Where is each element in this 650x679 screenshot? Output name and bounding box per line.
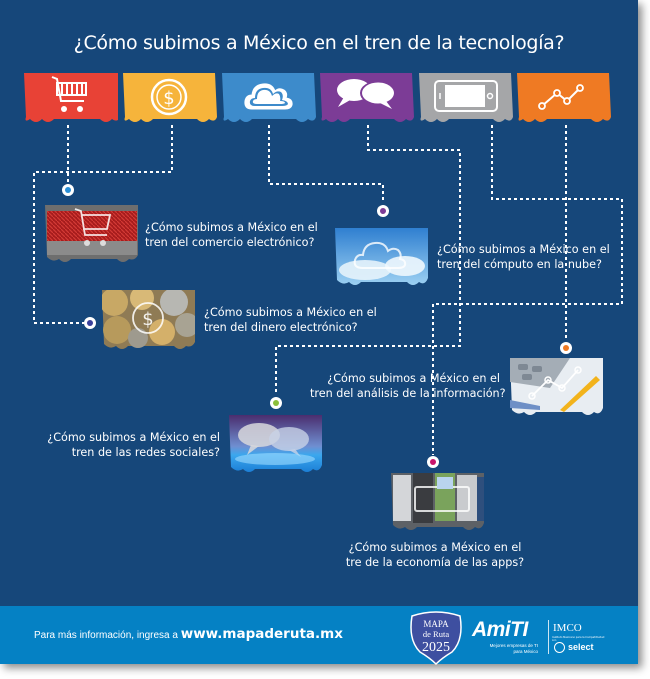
caption-ecommerce: ¿Cómo subimos a México en el tren del co… <box>145 220 318 250</box>
node-dot <box>273 400 279 406</box>
caption-digital-money: ¿Cómo subimos a México en el tren del di… <box>204 305 377 335</box>
social-bubbles-photo <box>229 415 322 472</box>
caption-line-1: ¿Cómo subimos a México en el <box>348 541 522 554</box>
caption-line-1: ¿Cómo subimos a México en el <box>327 372 500 385</box>
station-node-digital-money <box>84 317 96 329</box>
footer-prefix: Para más información, ingresa a <box>34 630 181 641</box>
station-node-social <box>270 397 282 409</box>
line-chart-icon <box>538 84 584 110</box>
station-node-cloud <box>377 205 389 217</box>
route-apps <box>432 125 623 455</box>
train-car-ecommerce <box>24 73 118 125</box>
train-car-analytics <box>517 73 611 125</box>
caption-line-2: tren del comercio electrónico? <box>145 236 315 249</box>
badge-line-1: MAPA <box>423 619 449 629</box>
amiti-logo: AmiTI Mejores empresas de TI para México <box>472 618 552 656</box>
badge-line-3: 2025 <box>422 640 450 655</box>
node-dot <box>65 187 71 193</box>
node-dot <box>87 320 93 326</box>
chat-bubbles-icon <box>337 79 396 109</box>
station-node-analytics <box>560 342 572 354</box>
node-dot <box>380 208 386 214</box>
route-lines <box>33 125 623 455</box>
select-s-icon <box>554 642 565 654</box>
station-node-ecommerce <box>62 184 74 196</box>
clouds-photo <box>335 228 428 285</box>
route-cloud <box>268 125 384 203</box>
caption-line-1: ¿Cómo subimos a México en el <box>145 221 318 234</box>
page-title: ¿Cómo subimos a México en el tren de la … <box>73 32 565 54</box>
logo-divider <box>548 620 549 654</box>
caption-line-2: tren del cómputo en la nube? <box>437 258 602 271</box>
amiti-wordmark: AmiTI <box>472 618 528 641</box>
amiti-tagline: Mejores empresas de TI para México <box>480 643 538 655</box>
footer-info: Para más información, ingresa a www.mapa… <box>34 626 343 642</box>
smartphones-photo <box>391 473 484 530</box>
footer-url-link[interactable]: www.mapaderuta.mx <box>180 626 343 642</box>
caption-apps: ¿Cómo subimos a México en el tre de la e… <box>340 540 530 570</box>
svg-text:$: $ <box>163 88 174 109</box>
caption-line-1: ¿Cómo subimos a México en el <box>437 243 610 256</box>
train-car-digital-money: $ <box>123 73 217 125</box>
shopping-carts-photo <box>45 205 138 262</box>
calculator-photo <box>510 358 603 415</box>
caption-line-2: tren de las redes sociales? <box>71 446 220 459</box>
caption-line-2: tren del análisis de la información? <box>310 387 506 400</box>
caption-line-2: tren del dinero electrónico? <box>204 321 358 334</box>
amiti-tagline-1: Mejores empresas de TI <box>489 643 538 648</box>
badge-line-2: de Ruta <box>423 629 449 639</box>
mapa-de-ruta-badge: MAPA de Ruta 2025 <box>410 611 462 666</box>
route-social <box>275 125 461 395</box>
amiti-tagline-2: para México <box>513 649 538 654</box>
svg-text:$: $ <box>142 309 153 330</box>
node-dot <box>563 345 569 351</box>
imco-subtitle: Instituto Mexicano para la Competitivida… <box>552 636 605 642</box>
train-car-cloud <box>222 73 316 125</box>
train-car-social-networks <box>320 73 414 125</box>
infographic-panel: ¿Cómo subimos a México en el tren de la … <box>0 0 638 666</box>
route-digital-money <box>33 125 173 324</box>
caption-analytics: ¿Cómo subimos a México en el tren del an… <box>310 371 506 401</box>
caption-line-1: ¿Cómo subimos a México en el <box>204 306 377 319</box>
smartphone-icon <box>434 80 498 112</box>
shopping-cart-icon <box>51 76 87 112</box>
imco-logo: IMCO <box>553 622 582 634</box>
station-node-apps <box>427 456 439 468</box>
caption-line-1: ¿Cómo subimos a México en el <box>47 431 220 444</box>
cloud-icon <box>244 83 293 110</box>
node-dot <box>430 459 436 465</box>
select-wordmark: select <box>568 642 594 652</box>
coins-photo: $ <box>102 290 195 349</box>
caption-social: ¿Cómo subimos a México en el tren de las… <box>40 430 220 460</box>
dollar-coin-icon: $ <box>150 78 188 116</box>
footer: Para más información, ingresa a www.mapa… <box>0 606 638 666</box>
caption-cloud: ¿Cómo subimos a México en el tren del có… <box>437 242 610 272</box>
caption-line-2: tre de la economía de las apps? <box>345 556 525 569</box>
train-car-apps <box>419 73 513 125</box>
select-logo: select <box>554 642 594 654</box>
